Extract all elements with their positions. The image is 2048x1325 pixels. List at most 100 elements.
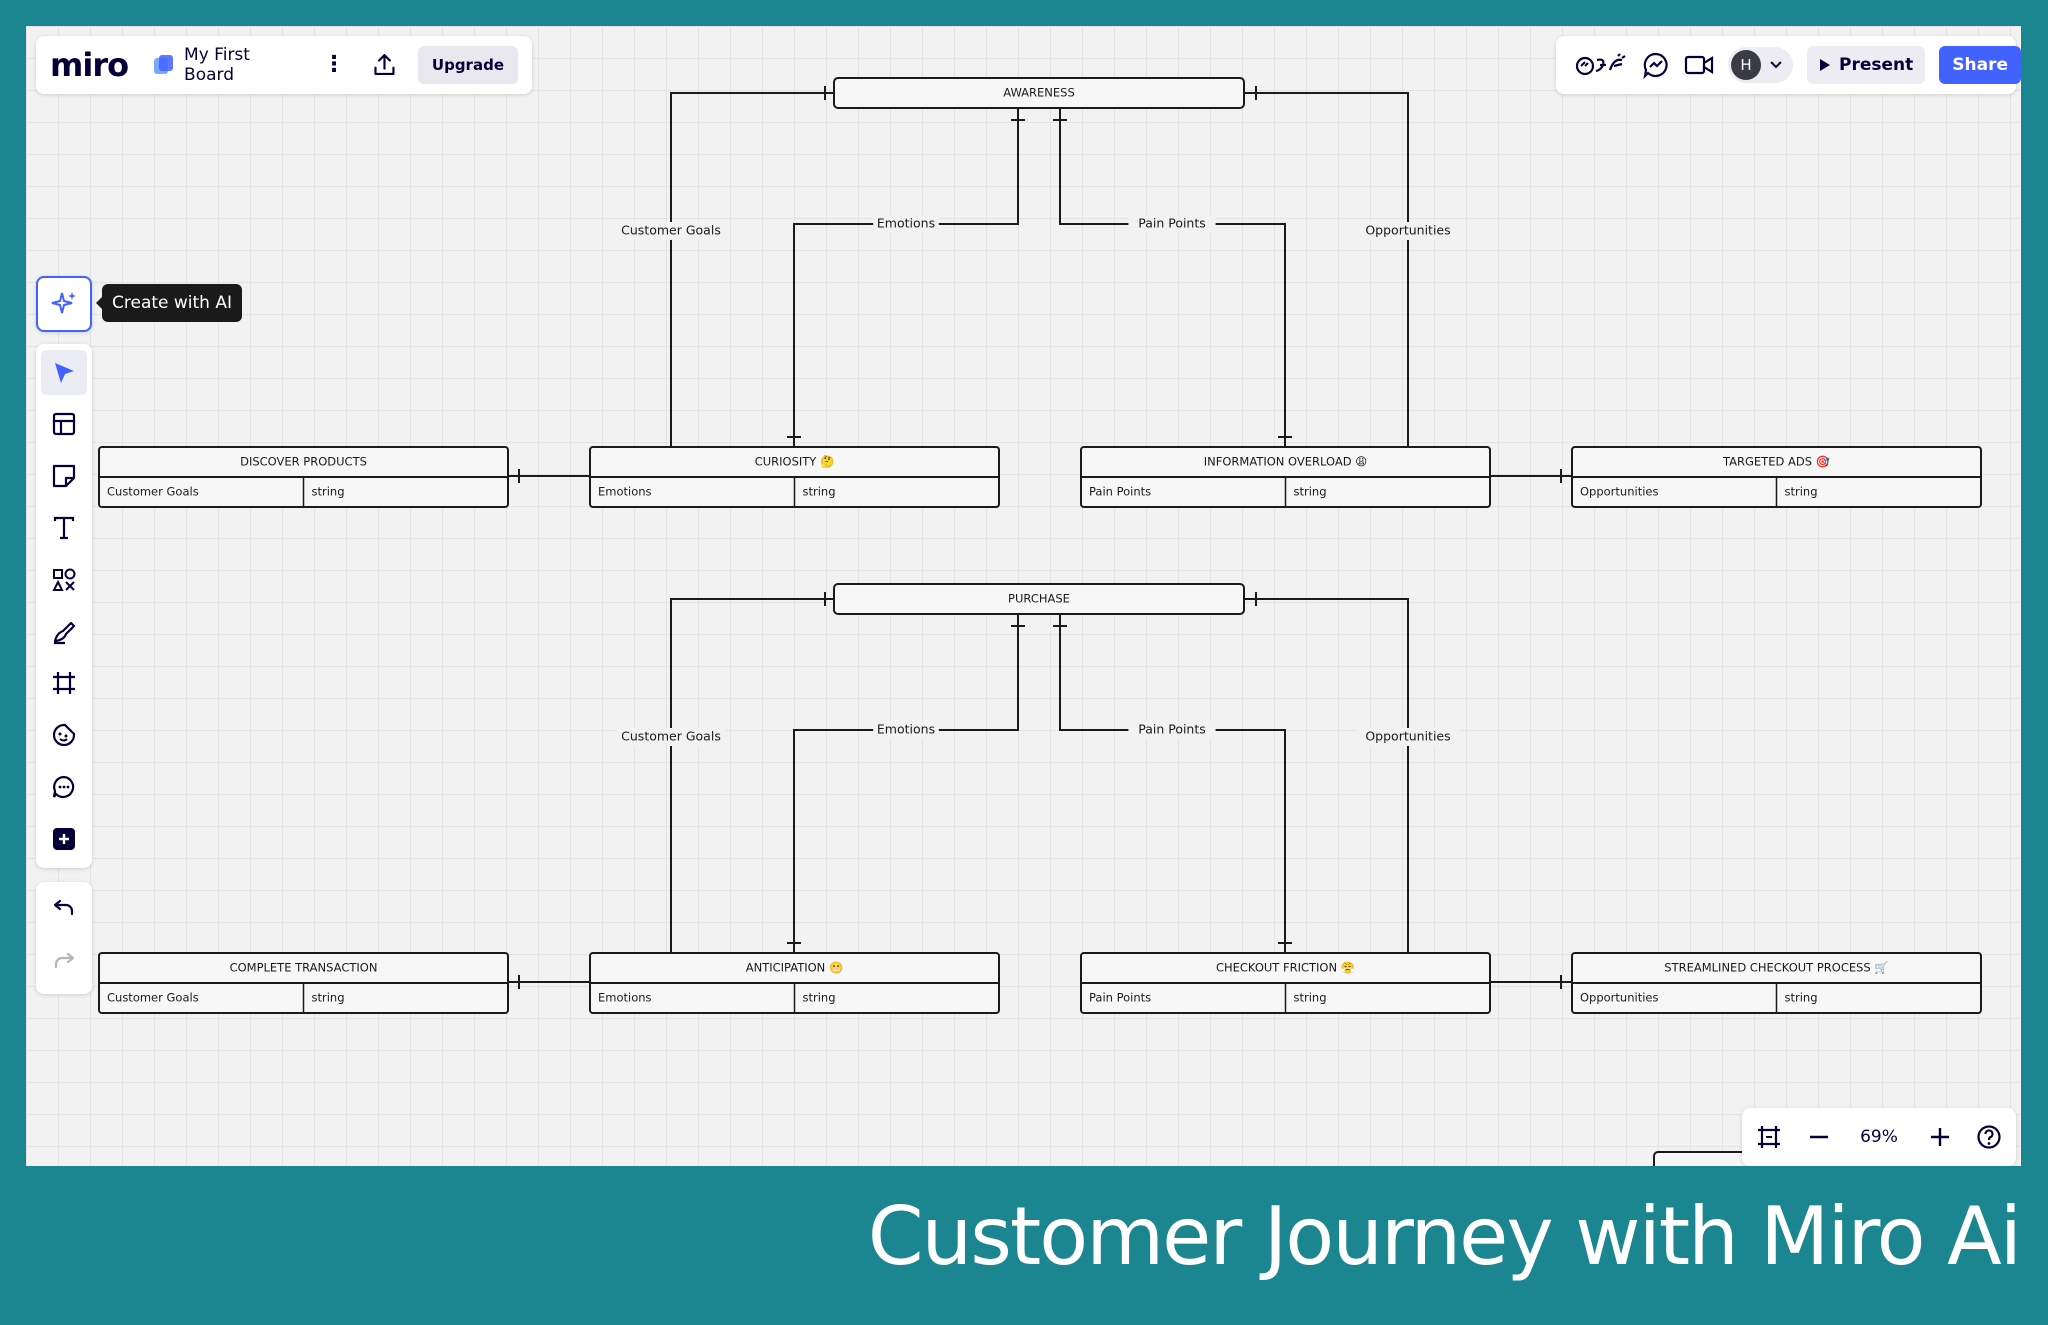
present-label: Present xyxy=(1839,55,1914,75)
zoom-level[interactable]: 69% xyxy=(1860,1127,1898,1147)
help-button[interactable] xyxy=(1972,1120,2006,1154)
shapes-icon xyxy=(52,568,76,591)
comment-tool[interactable] xyxy=(41,764,87,809)
zoom-out-icon xyxy=(1809,1135,1828,1139)
video-icon[interactable] xyxy=(1684,48,1714,82)
avatar[interactable]: H xyxy=(1731,50,1761,80)
undo-button[interactable] xyxy=(41,886,87,932)
redo-icon xyxy=(54,952,75,968)
table-title: TARGETED ADS 🎯 xyxy=(1722,455,1831,469)
pen-tool[interactable] xyxy=(41,609,87,654)
ai-tooltip: Create with AI xyxy=(95,284,243,322)
table-field: Pain Points xyxy=(1089,991,1151,1005)
present-button[interactable]: Present xyxy=(1807,46,1926,84)
miro-logo[interactable]: miro xyxy=(50,46,129,84)
zoom-out-button[interactable] xyxy=(1802,1120,1836,1154)
board-header: miro My First Board ⋮ Upgrade xyxy=(36,36,532,94)
connector-emotions xyxy=(793,614,1019,953)
text-tool[interactable] xyxy=(41,505,87,550)
pen-icon xyxy=(53,621,76,644)
stage-title: PURCHASE xyxy=(1008,592,1070,606)
board-name[interactable]: My First Board xyxy=(184,45,250,85)
stage-box[interactable] xyxy=(833,583,1245,615)
table-field: Customer Goals xyxy=(107,991,199,1005)
table-title: STREAMLINED CHECKOUT PROCESS 🛒 xyxy=(1664,961,1888,975)
table-field-type: string xyxy=(803,485,836,499)
frame-tool[interactable] xyxy=(41,661,87,706)
export-icon[interactable] xyxy=(371,50,398,80)
reactions-icon[interactable] xyxy=(1574,48,1628,82)
connector-label-bg xyxy=(1357,222,1459,240)
chevron-down-icon[interactable] xyxy=(1769,60,1783,70)
shapes-tool[interactable] xyxy=(41,557,87,602)
table-field-type: string xyxy=(312,991,345,1005)
connector-label: Pain Points xyxy=(1138,722,1206,737)
connector-label: Customer Goals xyxy=(621,223,721,238)
zoom-in-button[interactable] xyxy=(1923,1120,1957,1154)
history-toolbar xyxy=(36,882,92,994)
play-icon xyxy=(1820,59,1830,71)
table-field-type: string xyxy=(312,485,345,499)
templates-tool[interactable] xyxy=(41,402,87,447)
connector-pain-points xyxy=(1059,108,1286,447)
undo-icon xyxy=(53,899,74,916)
sticky-note-icon xyxy=(52,465,76,488)
table-field: Opportunities xyxy=(1580,991,1658,1005)
zoom-controls: 69% xyxy=(1742,1108,2016,1166)
connector-emotions xyxy=(793,108,1019,447)
connector-opportunities xyxy=(1242,598,1491,983)
more-options-icon[interactable]: ⋮ xyxy=(322,52,345,77)
connector-pain-points xyxy=(1059,614,1286,953)
more-tools-icon xyxy=(53,827,75,850)
fit-frame-icon xyxy=(1758,1126,1780,1148)
connector-label: Emotions xyxy=(877,722,935,737)
table-title: CURIOSITY 🤔 xyxy=(755,455,835,469)
stickers-tool[interactable] xyxy=(41,713,87,758)
connector-customer-goals xyxy=(590,92,840,477)
table-field-type: string xyxy=(803,991,836,1005)
connector-label: Emotions xyxy=(877,216,935,231)
connector-opportunities xyxy=(1242,92,1491,477)
stage-title: AWARENESS xyxy=(1003,86,1075,100)
table-field-type: string xyxy=(1294,991,1327,1005)
cursor-icon xyxy=(55,362,74,383)
connector-label-bg xyxy=(1128,215,1216,233)
creation-toolbar xyxy=(36,344,92,868)
table-title: CHECKOUT FRICTION 😤 xyxy=(1216,961,1356,975)
stage-box[interactable] xyxy=(833,77,1245,109)
fit-to-screen-button[interactable] xyxy=(1752,1120,1786,1154)
table-field: Emotions xyxy=(598,485,652,499)
help-icon xyxy=(1977,1125,2001,1149)
stickers-icon xyxy=(52,724,76,747)
board-icon xyxy=(154,55,174,75)
table-title: DISCOVER PRODUCTS xyxy=(240,455,367,469)
table-title: ANTICIPATION 😬 xyxy=(746,961,844,975)
connector-label: Customer Goals xyxy=(621,729,721,744)
chat-icon[interactable] xyxy=(1642,48,1670,82)
user-menu[interactable]: H xyxy=(1728,47,1793,83)
connector-label: Pain Points xyxy=(1138,216,1206,231)
table-field: Customer Goals xyxy=(107,485,199,499)
text-icon xyxy=(53,516,75,540)
connector-label-bg xyxy=(616,222,726,240)
connector-customer-goals xyxy=(590,598,840,983)
collaboration-bar: H Present Share xyxy=(1556,36,2021,94)
connector-label-bg xyxy=(873,215,939,233)
redo-button[interactable] xyxy=(41,939,87,985)
connector-label-bg xyxy=(873,721,939,739)
create-with-ai-button[interactable] xyxy=(36,276,92,332)
table-field-type: string xyxy=(1785,485,1818,499)
caption-title: Customer Journey with Miro Ai xyxy=(867,1190,2022,1283)
upgrade-button[interactable]: Upgrade xyxy=(417,46,518,84)
connector-label: Opportunities xyxy=(1365,223,1450,238)
table-title: INFORMATION OVERLOAD 😩 xyxy=(1204,455,1367,469)
more-tools-button[interactable] xyxy=(41,816,87,861)
connector-label-bg xyxy=(616,728,726,746)
comment-icon xyxy=(52,775,75,799)
sticky-note-tool[interactable] xyxy=(41,454,87,499)
table-field: Emotions xyxy=(598,991,652,1005)
select-tool[interactable] xyxy=(41,350,87,396)
share-button[interactable]: Share xyxy=(1939,46,2021,84)
